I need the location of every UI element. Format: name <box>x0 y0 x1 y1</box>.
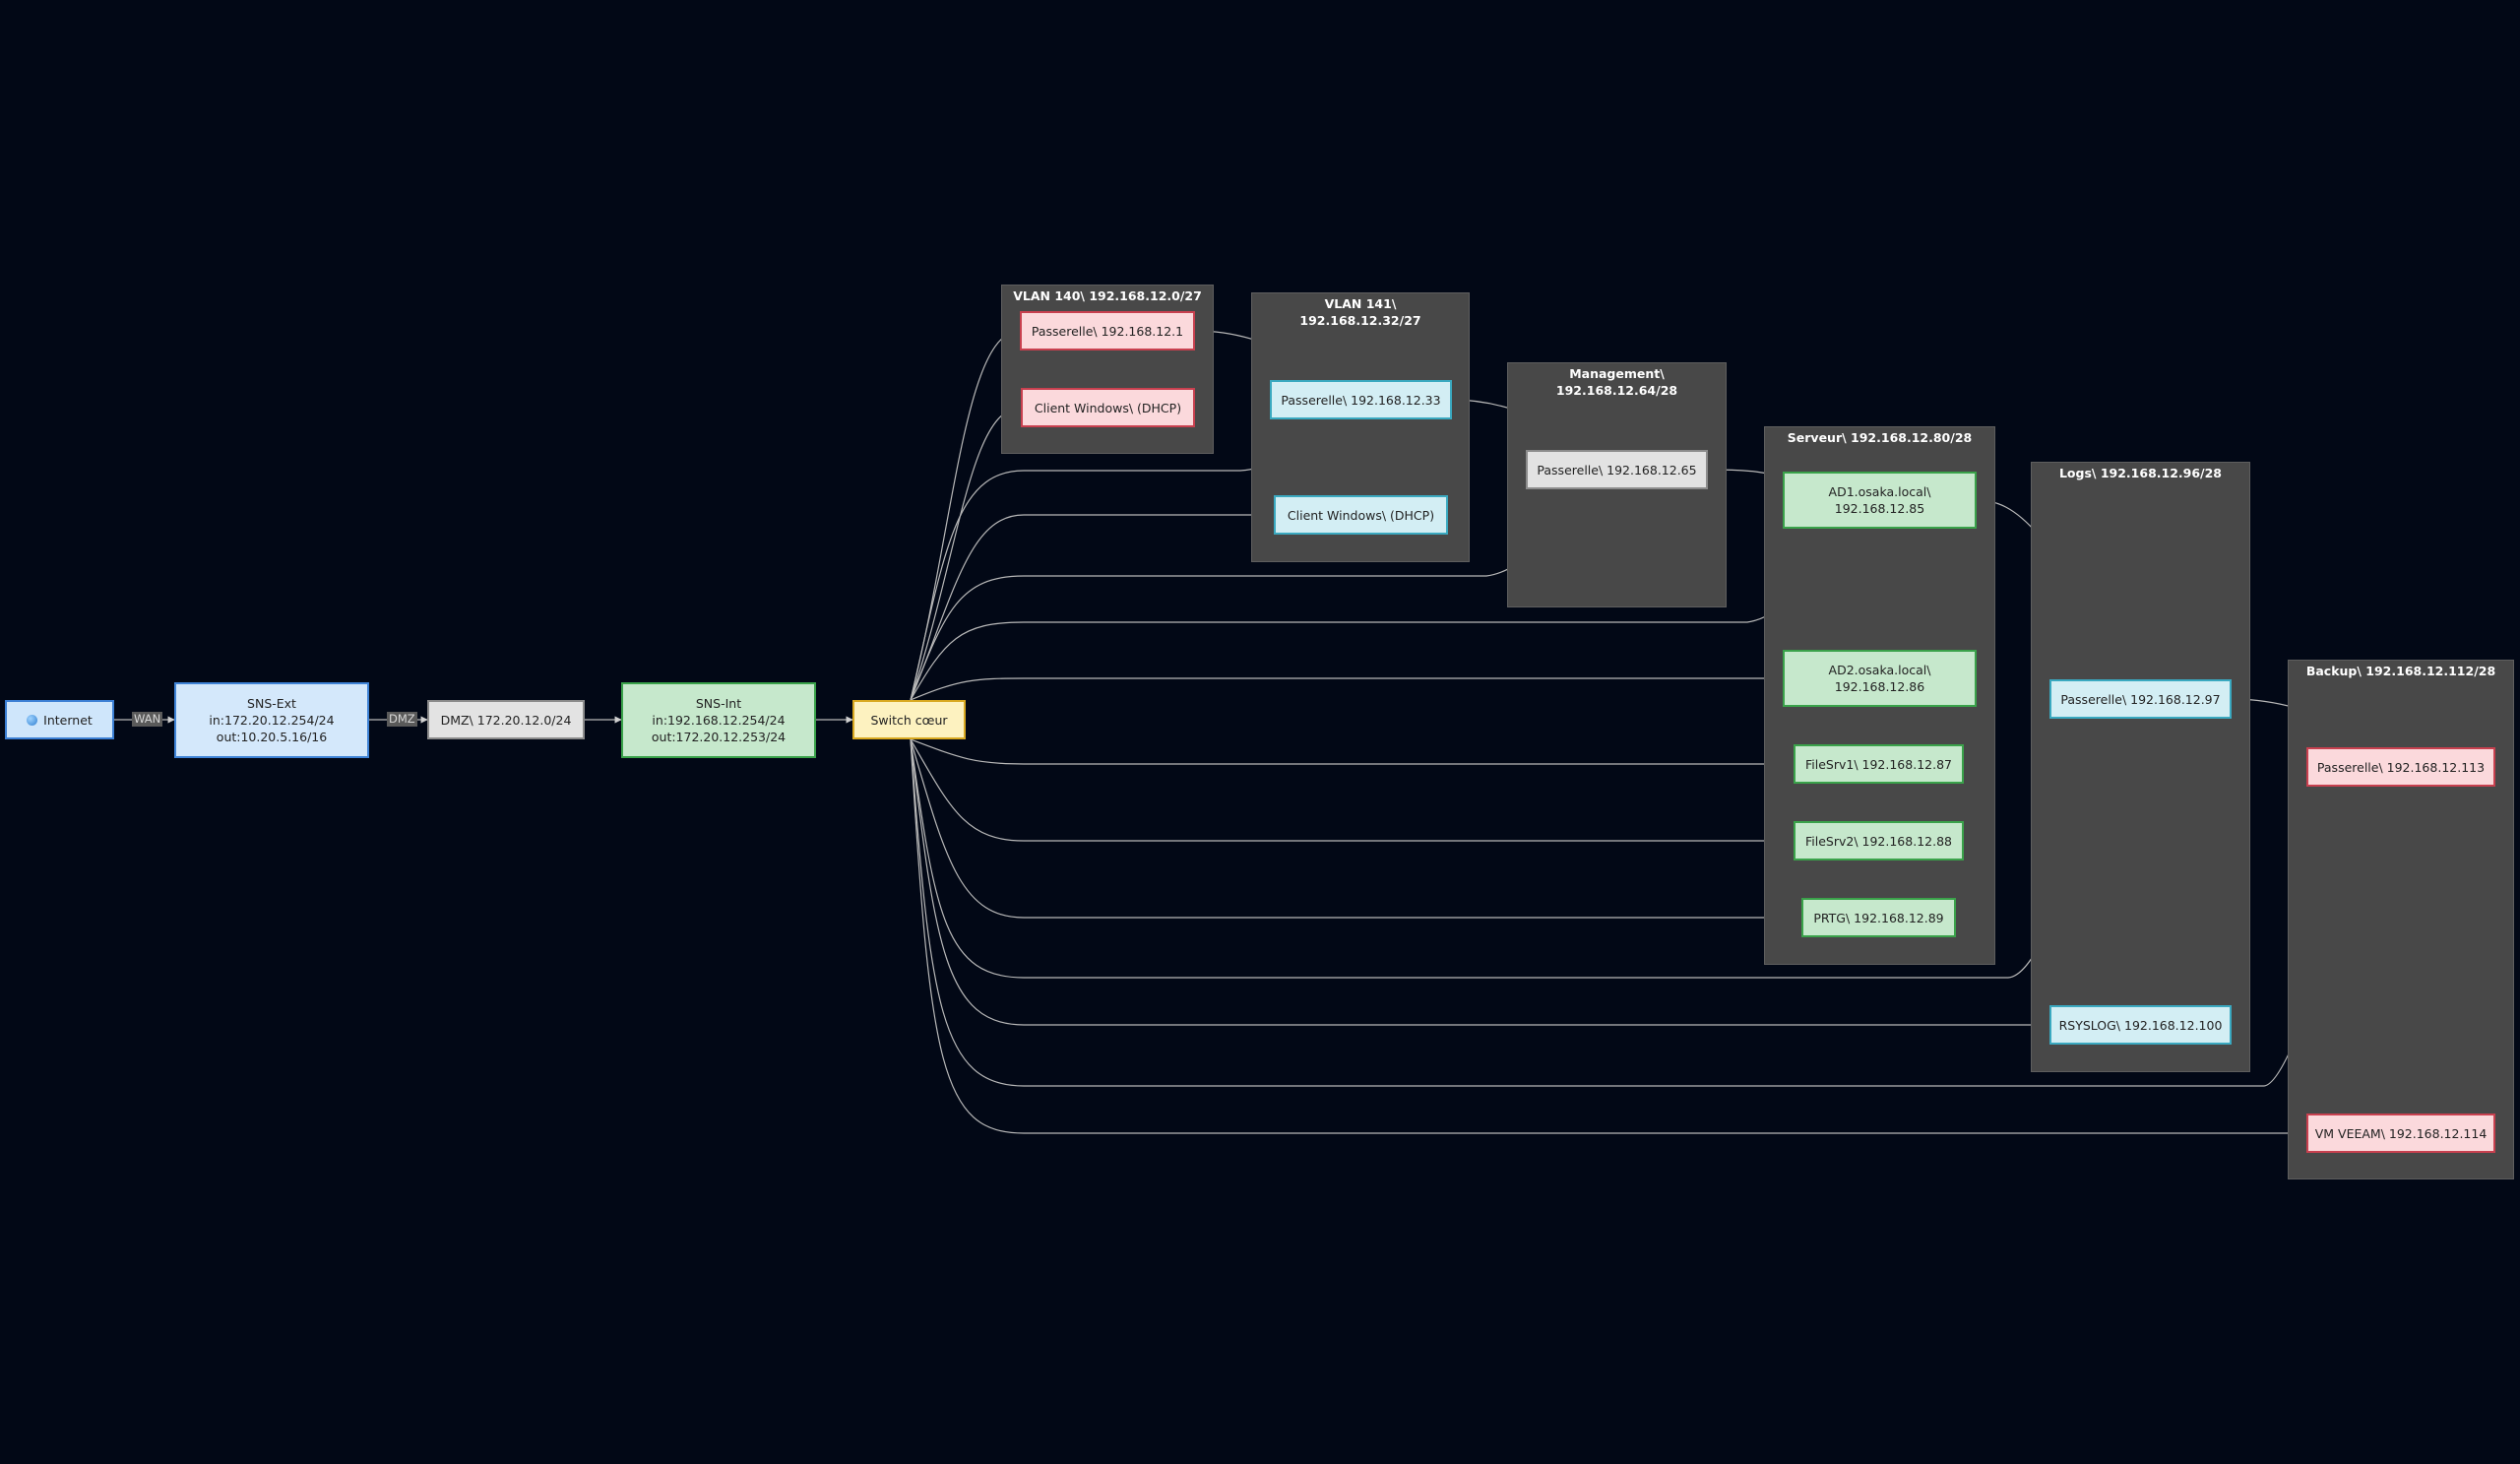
dmz-node[interactable]: DMZ\ 172.20.12.0/24 <box>427 700 585 739</box>
prtg-node[interactable]: PRTG\ 192.168.12.89 <box>1801 898 1956 937</box>
edge-switch-filesrv1 <box>910 738 1795 768</box>
client-windows-vlan141-node[interactable]: Client Windows\ (DHCP) <box>1274 495 1448 535</box>
gateway-backup-node[interactable]: Passerelle\ 192.168.12.113 <box>2306 747 2495 787</box>
edge-label-dmz: DMZ <box>387 712 417 727</box>
edge-switch-client141 <box>910 511 1275 701</box>
sns-ext-node[interactable]: SNS-Ext in:172.20.12.254/24 out:10.20.5.… <box>174 682 369 758</box>
internet-label: Internet <box>43 712 93 728</box>
cluster-backup: Backup\ 192.168.12.112/28 <box>2288 660 2514 1179</box>
cluster-logs: Logs\ 192.168.12.96/28 <box>2031 462 2250 1072</box>
veeam-node[interactable]: VM VEEAM\ 192.168.12.114 <box>2306 1114 2495 1153</box>
gateway-management-node[interactable]: Passerelle\ 192.168.12.65 <box>1526 450 1708 489</box>
edge-switch-ad2 <box>910 674 1784 701</box>
cluster-backup-title: Backup\ 192.168.12.112/28 <box>2305 664 2496 678</box>
edge-switch-prtg <box>910 738 1802 922</box>
edge-switch-veeam <box>910 738 2307 1137</box>
edge-switch-filesrv2 <box>910 738 1795 845</box>
internet-node[interactable]: Internet <box>5 700 114 739</box>
rsyslog-node[interactable]: RSYSLOG\ 192.168.12.100 <box>2049 1005 2232 1045</box>
gateway-logs-node[interactable]: Passerelle\ 192.168.12.97 <box>2049 679 2232 719</box>
globe-icon <box>27 714 38 726</box>
cluster-vlan140: VLAN 140\ 192.168.12.0/27 <box>1001 285 1214 454</box>
edge-label-wan: WAN <box>132 712 163 727</box>
cluster-vlan140-title: VLAN 140\ 192.168.12.0/27 <box>1013 288 1202 303</box>
edge-switch-rsyslog <box>910 738 2050 1029</box>
cluster-management-title: Management\ 192.168.12.64/28 <box>1555 366 1678 398</box>
filesrv2-node[interactable]: FileSrv2\ 192.168.12.88 <box>1794 821 1964 860</box>
filesrv1-node[interactable]: FileSrv1\ 192.168.12.87 <box>1794 744 1964 784</box>
client-windows-vlan140-node[interactable]: Client Windows\ (DHCP) <box>1021 388 1195 427</box>
gateway-vlan140-node[interactable]: Passerelle\ 192.168.12.1 <box>1020 311 1195 350</box>
cluster-vlan141-title: VLAN 141\ 192.168.12.32/27 <box>1299 296 1421 328</box>
ad1-server-node[interactable]: AD1.osaka.local\ 192.168.12.85 <box>1783 472 1977 529</box>
cluster-serveur-title: Serveur\ 192.168.12.80/28 <box>1787 430 1973 445</box>
ad2-server-node[interactable]: AD2.osaka.local\ 192.168.12.86 <box>1783 650 1977 707</box>
switch-core-node[interactable]: Switch cœur <box>852 700 966 739</box>
sns-int-node[interactable]: SNS-Int in:192.168.12.254/24 out:172.20.… <box>621 682 816 758</box>
cluster-logs-title: Logs\ 192.168.12.96/28 <box>2058 466 2223 480</box>
gateway-vlan141-node[interactable]: Passerelle\ 192.168.12.33 <box>1270 380 1452 419</box>
